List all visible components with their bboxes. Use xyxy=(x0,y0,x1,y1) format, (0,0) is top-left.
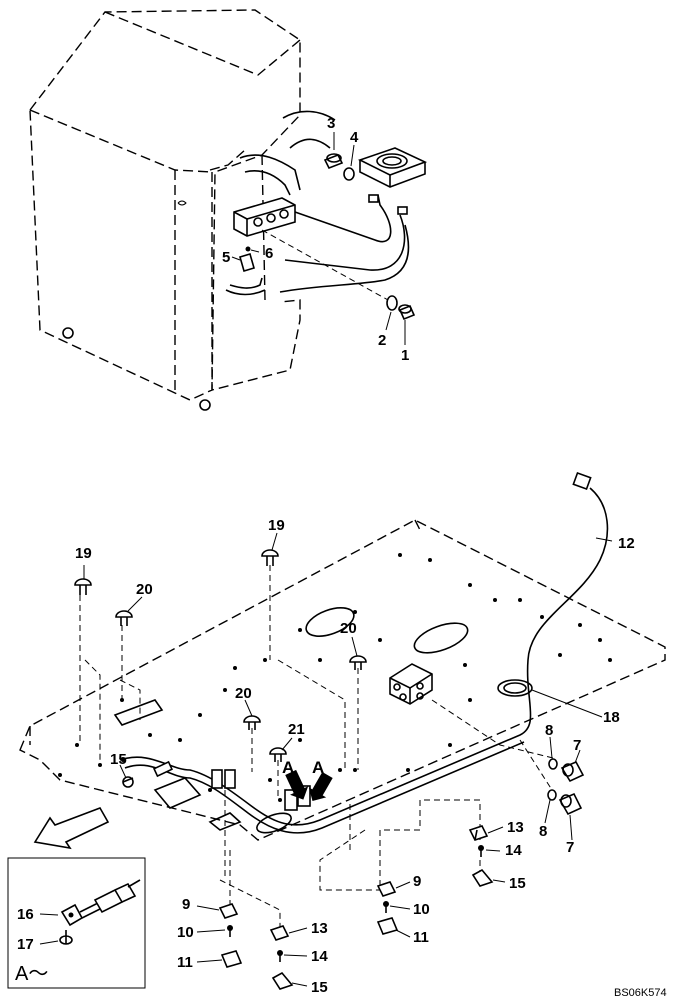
callout-3: 3 xyxy=(327,115,335,132)
connector-part-12 xyxy=(572,471,592,491)
bolt-part-20a xyxy=(115,610,133,626)
bolt-part-10b xyxy=(383,901,389,913)
inset-label: A～ xyxy=(15,963,48,985)
callout-15: 15 xyxy=(110,751,127,768)
o-ring-part-4 xyxy=(343,167,355,181)
callout-13: 13 xyxy=(507,819,524,836)
callout-19: 19 xyxy=(268,517,285,534)
valve-block-part-18 xyxy=(389,663,433,705)
callout-21: 21 xyxy=(288,721,305,738)
callout-20: 20 xyxy=(340,620,357,637)
cushion-part-11a xyxy=(220,950,243,968)
o-ring-part-8b xyxy=(547,789,557,801)
callout-5: 5 xyxy=(222,249,230,266)
callout-9: 9 xyxy=(182,896,190,913)
cushion-part-15b xyxy=(471,868,494,887)
clamp-part-9b xyxy=(376,881,397,897)
callout-20: 20 xyxy=(235,685,252,702)
callout-11: 11 xyxy=(177,954,193,971)
o-ring-part-2 xyxy=(386,295,398,311)
callout-17: 17 xyxy=(17,936,34,953)
clamp-part-13a xyxy=(468,825,489,841)
cushion-part-11b xyxy=(376,917,399,935)
drawing-code: BS06K574 xyxy=(614,987,667,999)
fitting-part-7a xyxy=(560,760,585,783)
callout-14: 14 xyxy=(311,948,328,965)
callout-11: 11 xyxy=(413,929,429,946)
callout-13: 13 xyxy=(311,920,328,937)
callout-18: 18 xyxy=(603,709,620,726)
inset-view-a xyxy=(7,857,146,989)
bolt-part-20c xyxy=(243,715,261,730)
view-arrow-label-left: A xyxy=(282,758,294,777)
inset-frame xyxy=(7,857,146,989)
clamp-part-13b xyxy=(269,925,290,941)
callout-1: 1 xyxy=(401,347,409,364)
bolt-part-20b xyxy=(349,655,367,670)
view-arrows xyxy=(285,769,333,801)
callout-6: 6 xyxy=(265,245,273,262)
plate-holes xyxy=(58,553,612,802)
fitting-part-7b xyxy=(558,792,583,816)
callout-15: 15 xyxy=(311,979,328,996)
tank-assembly xyxy=(29,9,428,411)
manifold-block xyxy=(233,197,296,237)
callout-19: 19 xyxy=(75,545,92,562)
bolt-part-17 xyxy=(59,930,73,945)
o-ring-part-8a xyxy=(548,758,558,770)
o-ring-part-6 xyxy=(245,246,251,252)
plug-part-3 xyxy=(323,153,344,170)
callout-20: 20 xyxy=(136,581,153,598)
plug-part-1 xyxy=(398,304,416,321)
bolt-part-10a xyxy=(227,925,233,937)
front-direction-arrow xyxy=(33,807,110,850)
callout-16: 16 xyxy=(17,906,34,923)
callout-2: 2 xyxy=(378,332,386,349)
callout-8: 8 xyxy=(539,823,547,840)
callout-14: 14 xyxy=(505,842,522,859)
cable-clamp-part-15a xyxy=(122,776,134,788)
callout-12: 12 xyxy=(618,535,635,552)
clamp-part-9a xyxy=(218,903,239,919)
callout-15: 15 xyxy=(509,875,526,892)
bolt-part-14a xyxy=(478,845,484,857)
fitting-part-5 xyxy=(225,253,266,296)
cushion-part-15c xyxy=(271,971,294,990)
bolt-part-19a xyxy=(74,578,92,595)
flange-fitting xyxy=(357,147,428,215)
floor-plate-assembly xyxy=(19,471,666,990)
install-lines xyxy=(79,565,554,930)
bolt-part-19b xyxy=(261,549,279,566)
callout-7: 7 xyxy=(566,839,574,856)
callout-8: 8 xyxy=(545,722,553,739)
callout-10: 10 xyxy=(177,924,194,941)
bolt-part-14b xyxy=(277,950,283,962)
leader-lines xyxy=(83,532,613,987)
callout-9: 9 xyxy=(413,873,421,890)
callout-10: 10 xyxy=(413,901,430,918)
callout-4: 4 xyxy=(350,129,359,146)
callout-7: 7 xyxy=(573,737,581,754)
view-arrow-label-right: A xyxy=(312,758,324,777)
